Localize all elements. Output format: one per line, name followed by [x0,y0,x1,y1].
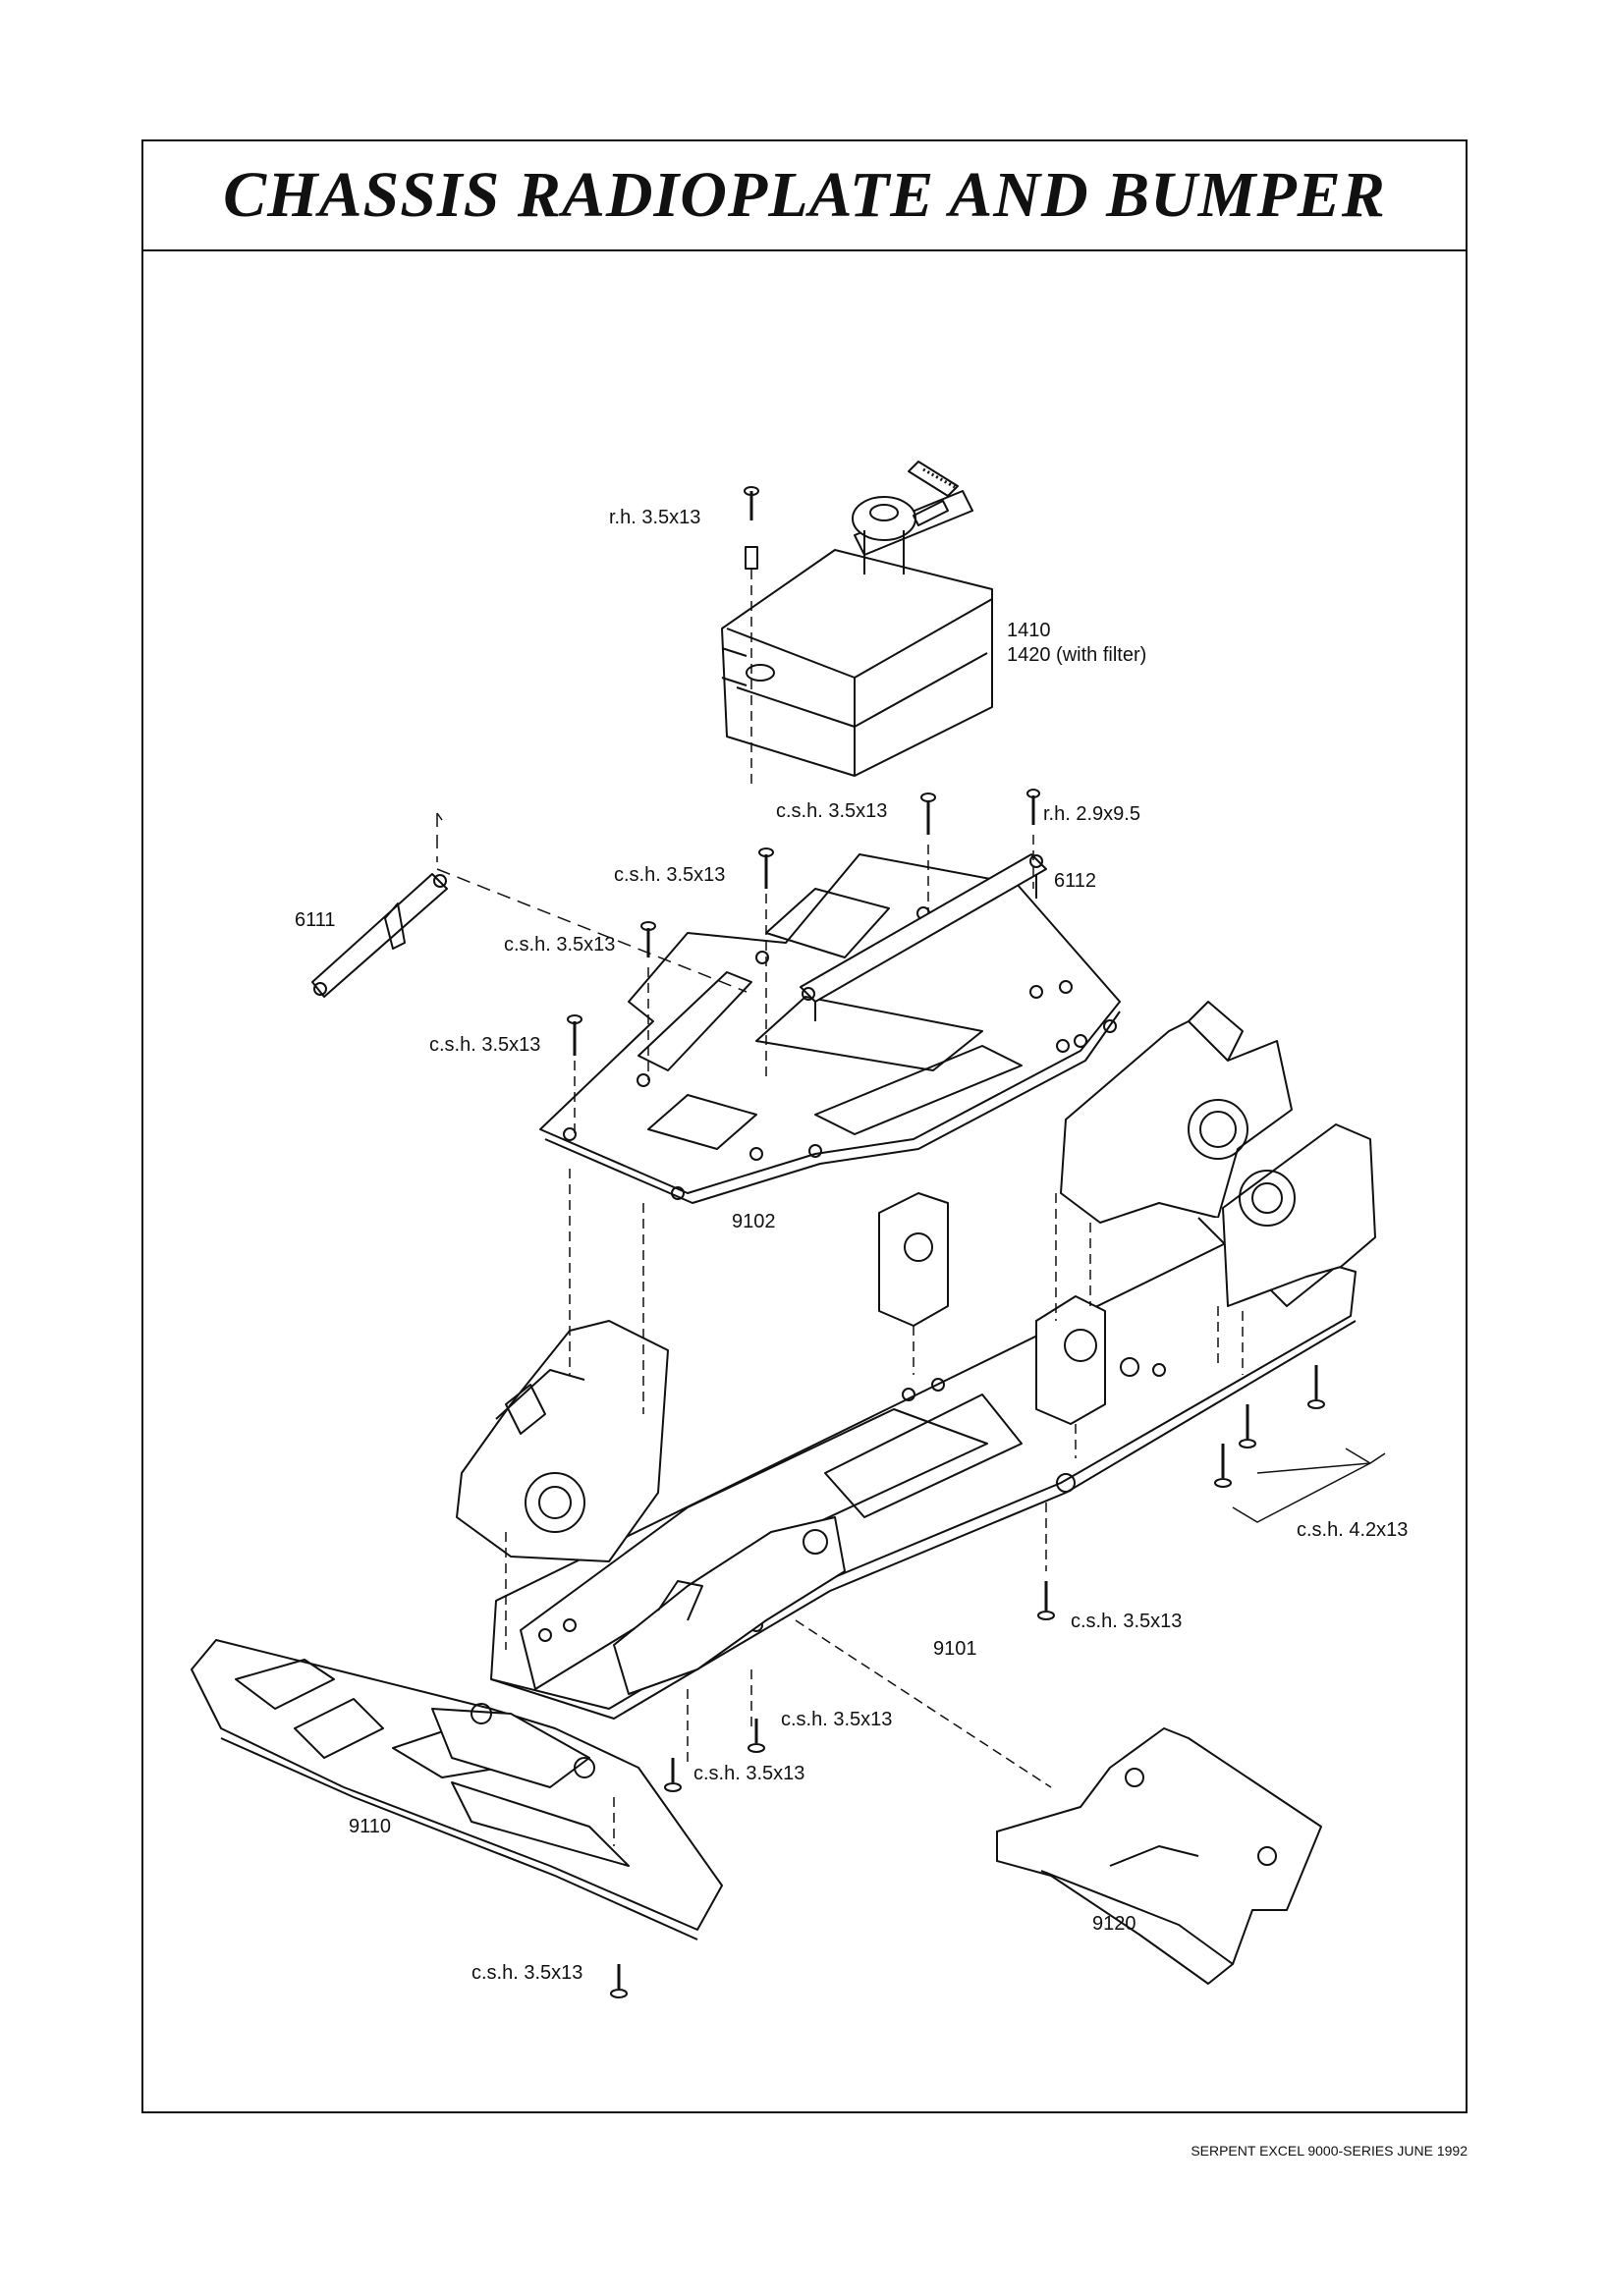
assembly-guides [505,1169,1244,1846]
bracket-42-callout [1232,1448,1386,1523]
front-bumper-9110 [191,1639,723,1941]
label-csh-top-1: c.s.h. 3.5x13 [776,800,887,822]
fuel-tank [721,461,993,777]
steering-bellcrank [613,1516,846,1695]
radio-plate-9102 [539,853,1121,1204]
label-part-9120: 9120 [1092,1913,1136,1935]
tank-screw-icon [744,486,759,786]
label-part-9110: 9110 [349,1816,391,1837]
page-title: CHASSIS RADIOPLATE AND BUMPER [223,159,1386,231]
diagram-frame: CHASSIS RADIOPLATE AND BUMPER [141,139,1468,2113]
radioplate-screws [567,789,1040,1139]
label-tank-1410: 1410 [1007,620,1051,641]
rear-bulkhead-right [1060,1001,1376,1307]
chassis-screws [610,1365,1325,1998]
center-posts [878,1192,1106,1458]
front-bulkhead-left [456,1320,669,1562]
diagram-labels: r.h. 3.5x13 1410 1420 (with filter) c.s.… [295,507,1408,1984]
footer-text: SERPENT EXCEL 9000-SERIES JUNE 1992 [1191,2143,1468,2159]
label-csh-mid-2: c.s.h. 3.5x13 [693,1763,804,1784]
label-csh-right-bottom: c.s.h. 3.5x13 [1071,1611,1182,1632]
label-csh-3: c.s.h. 3.5x13 [504,934,615,956]
label-part-6112: 6112 [1054,870,1096,892]
label-csh-2: c.s.h. 3.5x13 [614,864,725,886]
label-part-6111: 6111 [295,909,336,931]
label-part-9102: 9102 [732,1211,776,1232]
steering-link-6111 [311,873,448,998]
label-csh-bottom: c.s.h. 3.5x13 [471,1962,582,1984]
label-csh-4: c.s.h. 3.5x13 [429,1034,540,1056]
label-rh-29: r.h. 2.9x9.5 [1043,803,1140,825]
label-csh-mid-1: c.s.h. 3.5x13 [781,1709,892,1730]
label-tank-1420: 1420 (with filter) [1007,644,1146,666]
servo-saver-arm-6112 [800,853,1047,1021]
title-bar: CHASSIS RADIOPLATE AND BUMPER [143,141,1466,251]
label-part-9101: 9101 [933,1638,977,1660]
rear-bumper-9120 [996,1727,1322,1985]
label-csh-42: c.s.h. 4.2x13 [1297,1519,1408,1541]
label-tank-screw: r.h. 3.5x13 [609,507,700,528]
